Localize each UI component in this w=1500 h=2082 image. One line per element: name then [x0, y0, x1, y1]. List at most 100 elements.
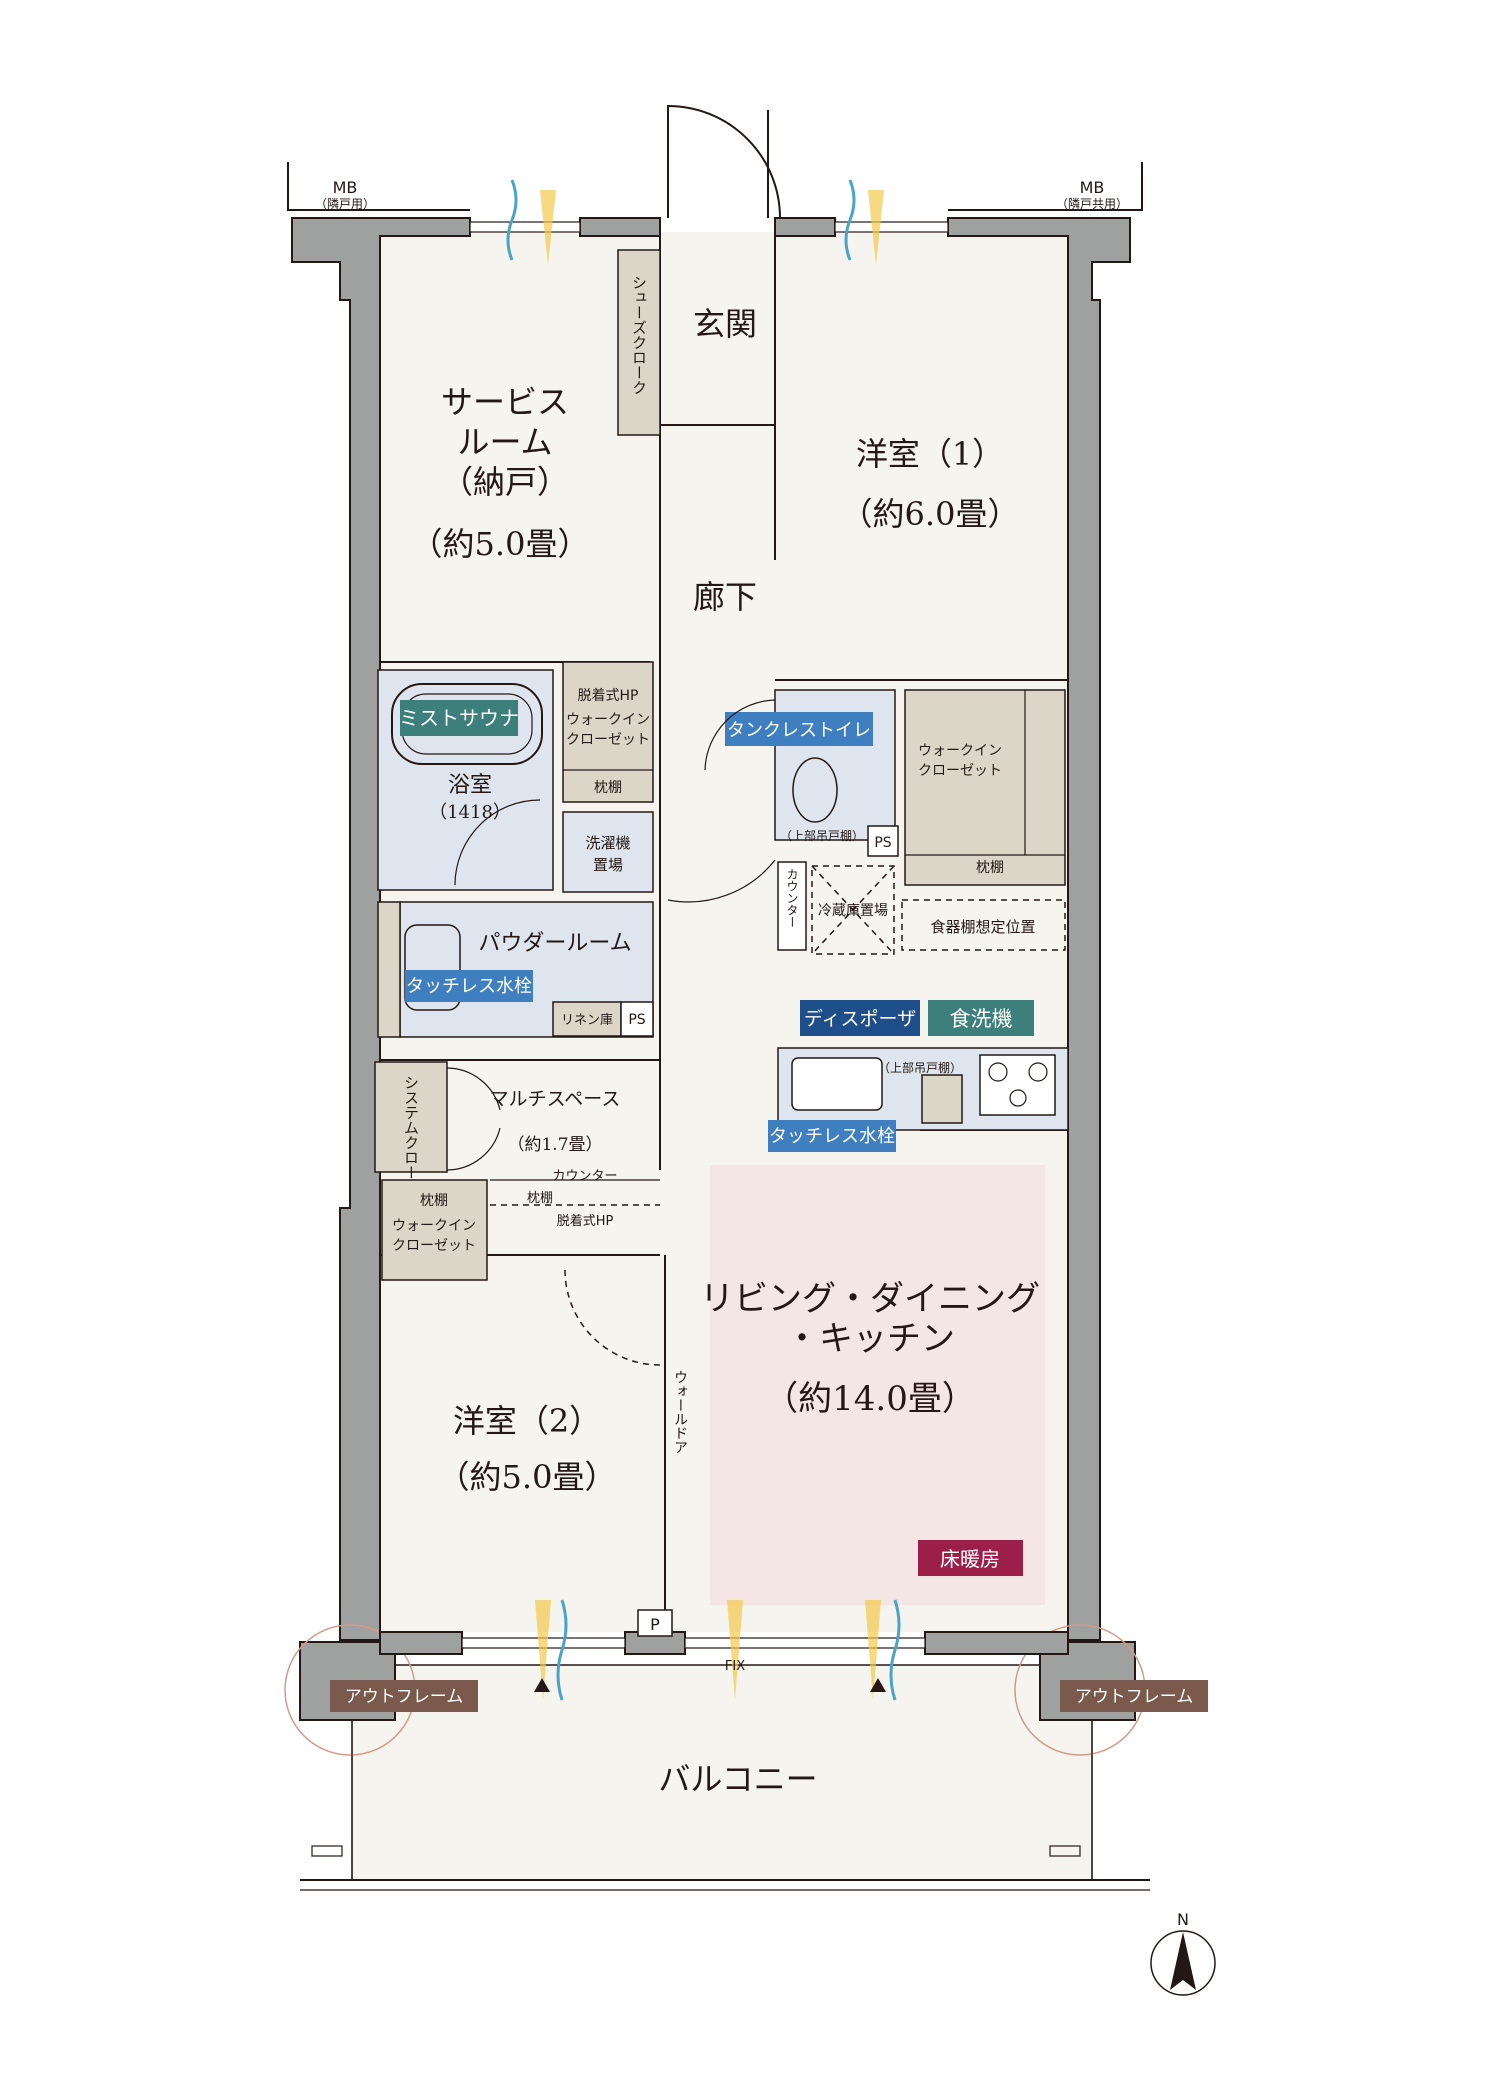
upper-cabinet1-label: （上部吊戸棚） — [780, 828, 864, 843]
mb-left-box — [287, 162, 470, 211]
vent-mark — [535, 1600, 551, 1700]
upper-cabinet2-label: （上部吊戸棚） — [878, 1060, 962, 1075]
linen-label: リネン庫 — [561, 1013, 613, 1028]
exit-triangle — [534, 1678, 550, 1692]
outer-wall-left — [291, 217, 471, 1641]
wic2-label-1: ウォークイン — [918, 743, 1002, 759]
makura1-label: 枕棚 — [594, 780, 622, 796]
kitchen-tags-bg-disposer — [800, 1000, 920, 1036]
multi-space-size: （約1.7畳） — [507, 1135, 602, 1155]
wind-mark — [506, 179, 518, 261]
wall-door-label: ウォールドア — [672, 1370, 688, 1454]
ldk-label-1: リビング・ダイニング — [700, 1279, 1040, 1319]
fridge-cross — [811, 865, 895, 955]
outframe-left-tag: アウトフレーム — [345, 1687, 464, 1707]
fridge-space — [811, 865, 895, 955]
ps-shaft-1 — [867, 825, 899, 857]
kitchen-sink — [791, 1057, 883, 1111]
western1-name: 洋室（1） — [856, 435, 1004, 473]
sink — [404, 924, 461, 1011]
shoes-closet — [617, 249, 661, 436]
counter2-label: カウンター — [552, 1169, 617, 1184]
service-room-label-1: サービス — [441, 383, 569, 421]
mb-right-label: MB — [1080, 178, 1105, 197]
wind-mark — [889, 1599, 901, 1701]
counter-vertical — [777, 861, 807, 951]
vent-mark — [868, 190, 884, 265]
mb-left-label: MB — [333, 178, 358, 197]
entrance-label: 玄関 — [693, 305, 757, 343]
wic-3 — [381, 1179, 488, 1281]
exit-triangle — [870, 1678, 886, 1692]
wic-2 — [904, 689, 1066, 886]
kitchen-tags-bg-dishwasher — [928, 1000, 1034, 1036]
bathroom-label: 浴室 — [448, 773, 492, 798]
dish-shelf-label: 食器棚想定位置 — [930, 918, 1035, 936]
mb-right-box — [948, 162, 1143, 211]
service-room-label-2: ルーム — [457, 423, 552, 461]
north-compass — [1150, 1930, 1216, 1996]
pipe-space — [637, 1609, 673, 1637]
toilet-tag-bg — [725, 712, 873, 746]
washer-space — [562, 811, 654, 893]
toilet-bowl — [792, 757, 838, 823]
hall-door-swing — [667, 859, 776, 903]
washer-label-2: 置場 — [593, 856, 623, 874]
north-label: N — [1177, 1910, 1189, 1929]
service-room-size: （約5.0畳） — [411, 525, 590, 563]
dishwasher-tag: 食洗機 — [950, 1007, 1013, 1031]
outframe-right-tag: アウトフレーム — [1075, 1687, 1194, 1707]
window-sash-top — [469, 221, 581, 233]
vent-mark — [727, 1600, 743, 1700]
hp1-label: 脱着式HP — [578, 688, 639, 704]
window-sash-bottom — [684, 1637, 926, 1649]
fix-label: FIX — [725, 1659, 745, 1674]
ldk-label-2: ・キッチン — [785, 1319, 955, 1359]
dish-shelf — [901, 899, 1066, 951]
vent-mark — [865, 1600, 881, 1700]
wall-bottom-right — [924, 1631, 1069, 1655]
ps1-label: PS — [874, 835, 891, 851]
ps2-label: PS — [628, 1012, 645, 1028]
tankless-toilet-tag: タンクレストイレ — [727, 720, 871, 741]
wall-top-segment — [774, 217, 836, 237]
linen-closet — [552, 1001, 622, 1037]
vanity — [377, 901, 401, 1038]
wic1-label-2: クローゼット — [566, 732, 650, 748]
ps-shaft-2 — [620, 1001, 654, 1037]
burner — [1028, 1062, 1048, 1082]
washer-label-1: 洗濯機 — [585, 834, 630, 852]
western2-size: （約5.0畳） — [438, 1458, 617, 1496]
wall-bottom-left — [379, 1631, 463, 1655]
mb-left-sub: （隣戸用） — [315, 196, 375, 211]
touchless1-tag: タッチレス水栓 — [406, 976, 532, 997]
upper-cabinet-2 — [921, 1074, 963, 1124]
makura4-label: 枕棚 — [420, 1193, 448, 1209]
p-label: P — [650, 1615, 660, 1634]
outframe-right-bg — [1060, 1680, 1208, 1712]
bath-tag-bg — [400, 700, 518, 736]
mb-right-sub: （隣戸共用） — [1056, 196, 1128, 211]
wic2-label-2: クローゼット — [918, 763, 1002, 779]
balcony-label: バルコニー — [658, 1760, 817, 1798]
floor-heating-tag: 床暖房 — [940, 1547, 1000, 1571]
hallway-label: 廊下 — [693, 578, 757, 616]
front-door-swing — [667, 104, 781, 219]
drain — [311, 1845, 343, 1857]
burner — [988, 1062, 1008, 1082]
touchless2-bg — [768, 1120, 896, 1152]
disposer-tag: ディスポーザ — [804, 1008, 916, 1030]
drain — [1049, 1845, 1081, 1857]
counter-vertical-label: カウンター — [785, 868, 799, 928]
western1-size: （約6.0畳） — [841, 495, 1020, 533]
multi-space-label: マルチスペース — [490, 1088, 621, 1110]
western2-name: 洋室（2） — [453, 1402, 601, 1440]
wic3-label-1: ウォークイン — [392, 1218, 476, 1234]
ldk-floor-heating-area — [710, 1165, 1045, 1605]
touchless1-bg — [405, 970, 533, 1002]
shoes-closet-label: シューズクローク — [630, 275, 648, 395]
ldk-size: （約14.0畳） — [764, 1379, 976, 1419]
touchless2-tag: タッチレス水栓 — [769, 1126, 895, 1147]
wic-1 — [562, 661, 654, 803]
